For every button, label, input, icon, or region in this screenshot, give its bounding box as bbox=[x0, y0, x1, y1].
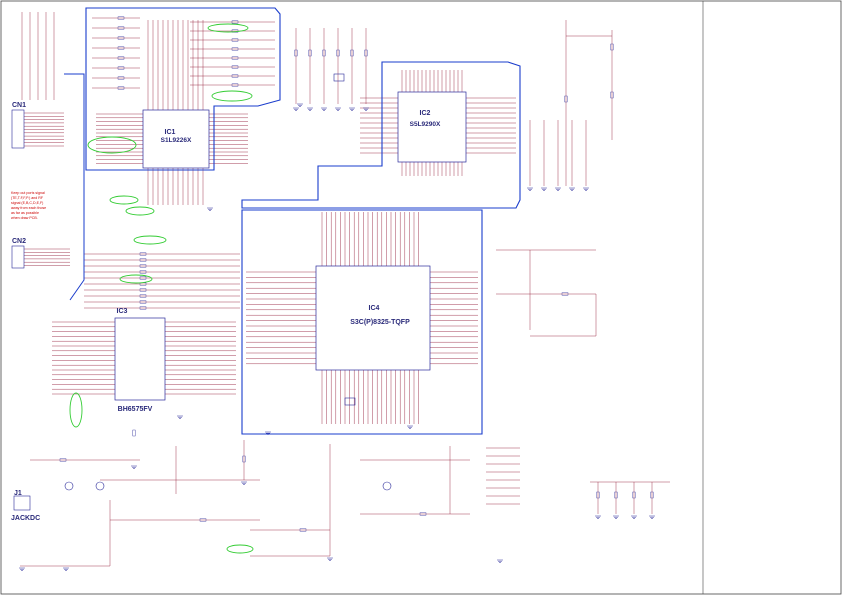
resistor bbox=[117, 86, 125, 90]
ic1-body bbox=[142, 109, 210, 169]
note-line: (TE,T.F,F,P.) and RF bbox=[11, 196, 44, 200]
resistor bbox=[117, 66, 125, 70]
ic4-part: S3C(P)8325-TQFP bbox=[350, 319, 410, 326]
resistor bbox=[231, 38, 239, 42]
note-line: as far as possible bbox=[11, 211, 39, 215]
resistor bbox=[199, 518, 207, 522]
ic3-part: BH6575FV bbox=[118, 406, 153, 413]
pcb-note: Keep out ports signal (TE,T.F,F,P.) and … bbox=[11, 191, 46, 220]
crystal-ic2 bbox=[333, 73, 345, 82]
cn1-label: CN1 bbox=[12, 102, 26, 109]
capacitor bbox=[350, 49, 354, 57]
ic3-ref: IC3 bbox=[117, 308, 128, 315]
resistor bbox=[561, 292, 569, 296]
highlight-ellipse bbox=[119, 274, 153, 284]
resistor bbox=[117, 16, 125, 20]
highlight-ellipse bbox=[211, 90, 253, 102]
ic1-bus-outline bbox=[85, 7, 281, 171]
capacitor bbox=[322, 49, 326, 57]
resistor bbox=[419, 512, 427, 516]
resistor bbox=[299, 528, 307, 532]
ic2-ref: IC2 bbox=[420, 110, 431, 117]
cn1-body bbox=[11, 109, 25, 149]
transistor-q1 bbox=[64, 481, 74, 491]
capacitor bbox=[336, 49, 340, 57]
resistor bbox=[139, 258, 147, 262]
resistor bbox=[59, 458, 67, 462]
highlight-ellipse bbox=[207, 23, 249, 33]
ic3-body bbox=[114, 317, 166, 401]
resistor bbox=[139, 270, 147, 274]
resistor bbox=[632, 491, 636, 499]
ic4-ref: IC4 bbox=[369, 305, 380, 312]
resistor bbox=[139, 288, 147, 292]
resistor bbox=[117, 46, 125, 50]
resistor bbox=[117, 36, 125, 40]
ic2-body bbox=[397, 91, 467, 163]
resistor bbox=[139, 252, 147, 256]
resistor bbox=[610, 43, 614, 51]
cn1-bus bbox=[64, 73, 85, 301]
capacitor bbox=[364, 49, 368, 57]
cn2-label: CN2 bbox=[12, 238, 26, 245]
component-layer bbox=[19, 16, 655, 571]
ic1-part: S1L9226X bbox=[161, 137, 192, 144]
resistor bbox=[139, 306, 147, 310]
crystal-ic4 bbox=[344, 397, 356, 406]
resistor bbox=[132, 429, 136, 437]
resistor bbox=[231, 56, 239, 60]
transistor-q2 bbox=[95, 481, 105, 491]
resistor bbox=[139, 264, 147, 268]
ic4-bus-outline bbox=[241, 209, 483, 435]
note-line: signal (E,B,C,D,E,F) bbox=[11, 201, 43, 205]
resistor bbox=[117, 56, 125, 60]
highlight-ellipse bbox=[109, 195, 139, 205]
resistor bbox=[231, 20, 239, 24]
cn2-body bbox=[11, 245, 25, 269]
highlight-ellipse bbox=[133, 235, 167, 245]
highlight-ellipse bbox=[69, 392, 83, 428]
j1-label: J1 bbox=[14, 490, 22, 497]
resistor bbox=[139, 294, 147, 298]
highlight-ellipse bbox=[125, 206, 155, 216]
resistor bbox=[564, 95, 568, 103]
capacitor bbox=[294, 49, 298, 57]
capacitor bbox=[308, 49, 312, 57]
resistor bbox=[231, 47, 239, 51]
resistor bbox=[650, 491, 654, 499]
resistor bbox=[242, 455, 246, 463]
resistor bbox=[117, 26, 125, 30]
ic2-part: S5L9290X bbox=[410, 121, 441, 128]
resistor bbox=[614, 491, 618, 499]
resistor bbox=[117, 76, 125, 80]
resistor bbox=[610, 91, 614, 99]
jackdc-label: JACKDC bbox=[11, 515, 40, 522]
ic1-ref: IC1 bbox=[165, 129, 176, 136]
ic4-body bbox=[315, 265, 431, 371]
transistor-q3 bbox=[382, 481, 392, 491]
jackdc-body bbox=[13, 495, 31, 511]
highlight-ellipse bbox=[226, 544, 254, 554]
note-line: away from each those bbox=[11, 206, 46, 210]
note-line: when draw PCB. bbox=[11, 216, 38, 220]
resistor bbox=[231, 65, 239, 69]
resistor bbox=[231, 74, 239, 78]
resistor bbox=[139, 276, 147, 280]
resistor bbox=[139, 300, 147, 304]
resistor bbox=[596, 491, 600, 499]
highlight-ellipse bbox=[87, 136, 137, 154]
wire-layer bbox=[20, 12, 670, 567]
ic2-bus-outline bbox=[241, 61, 521, 209]
note-line: Keep out ports signal bbox=[11, 191, 45, 195]
resistor bbox=[231, 83, 239, 87]
